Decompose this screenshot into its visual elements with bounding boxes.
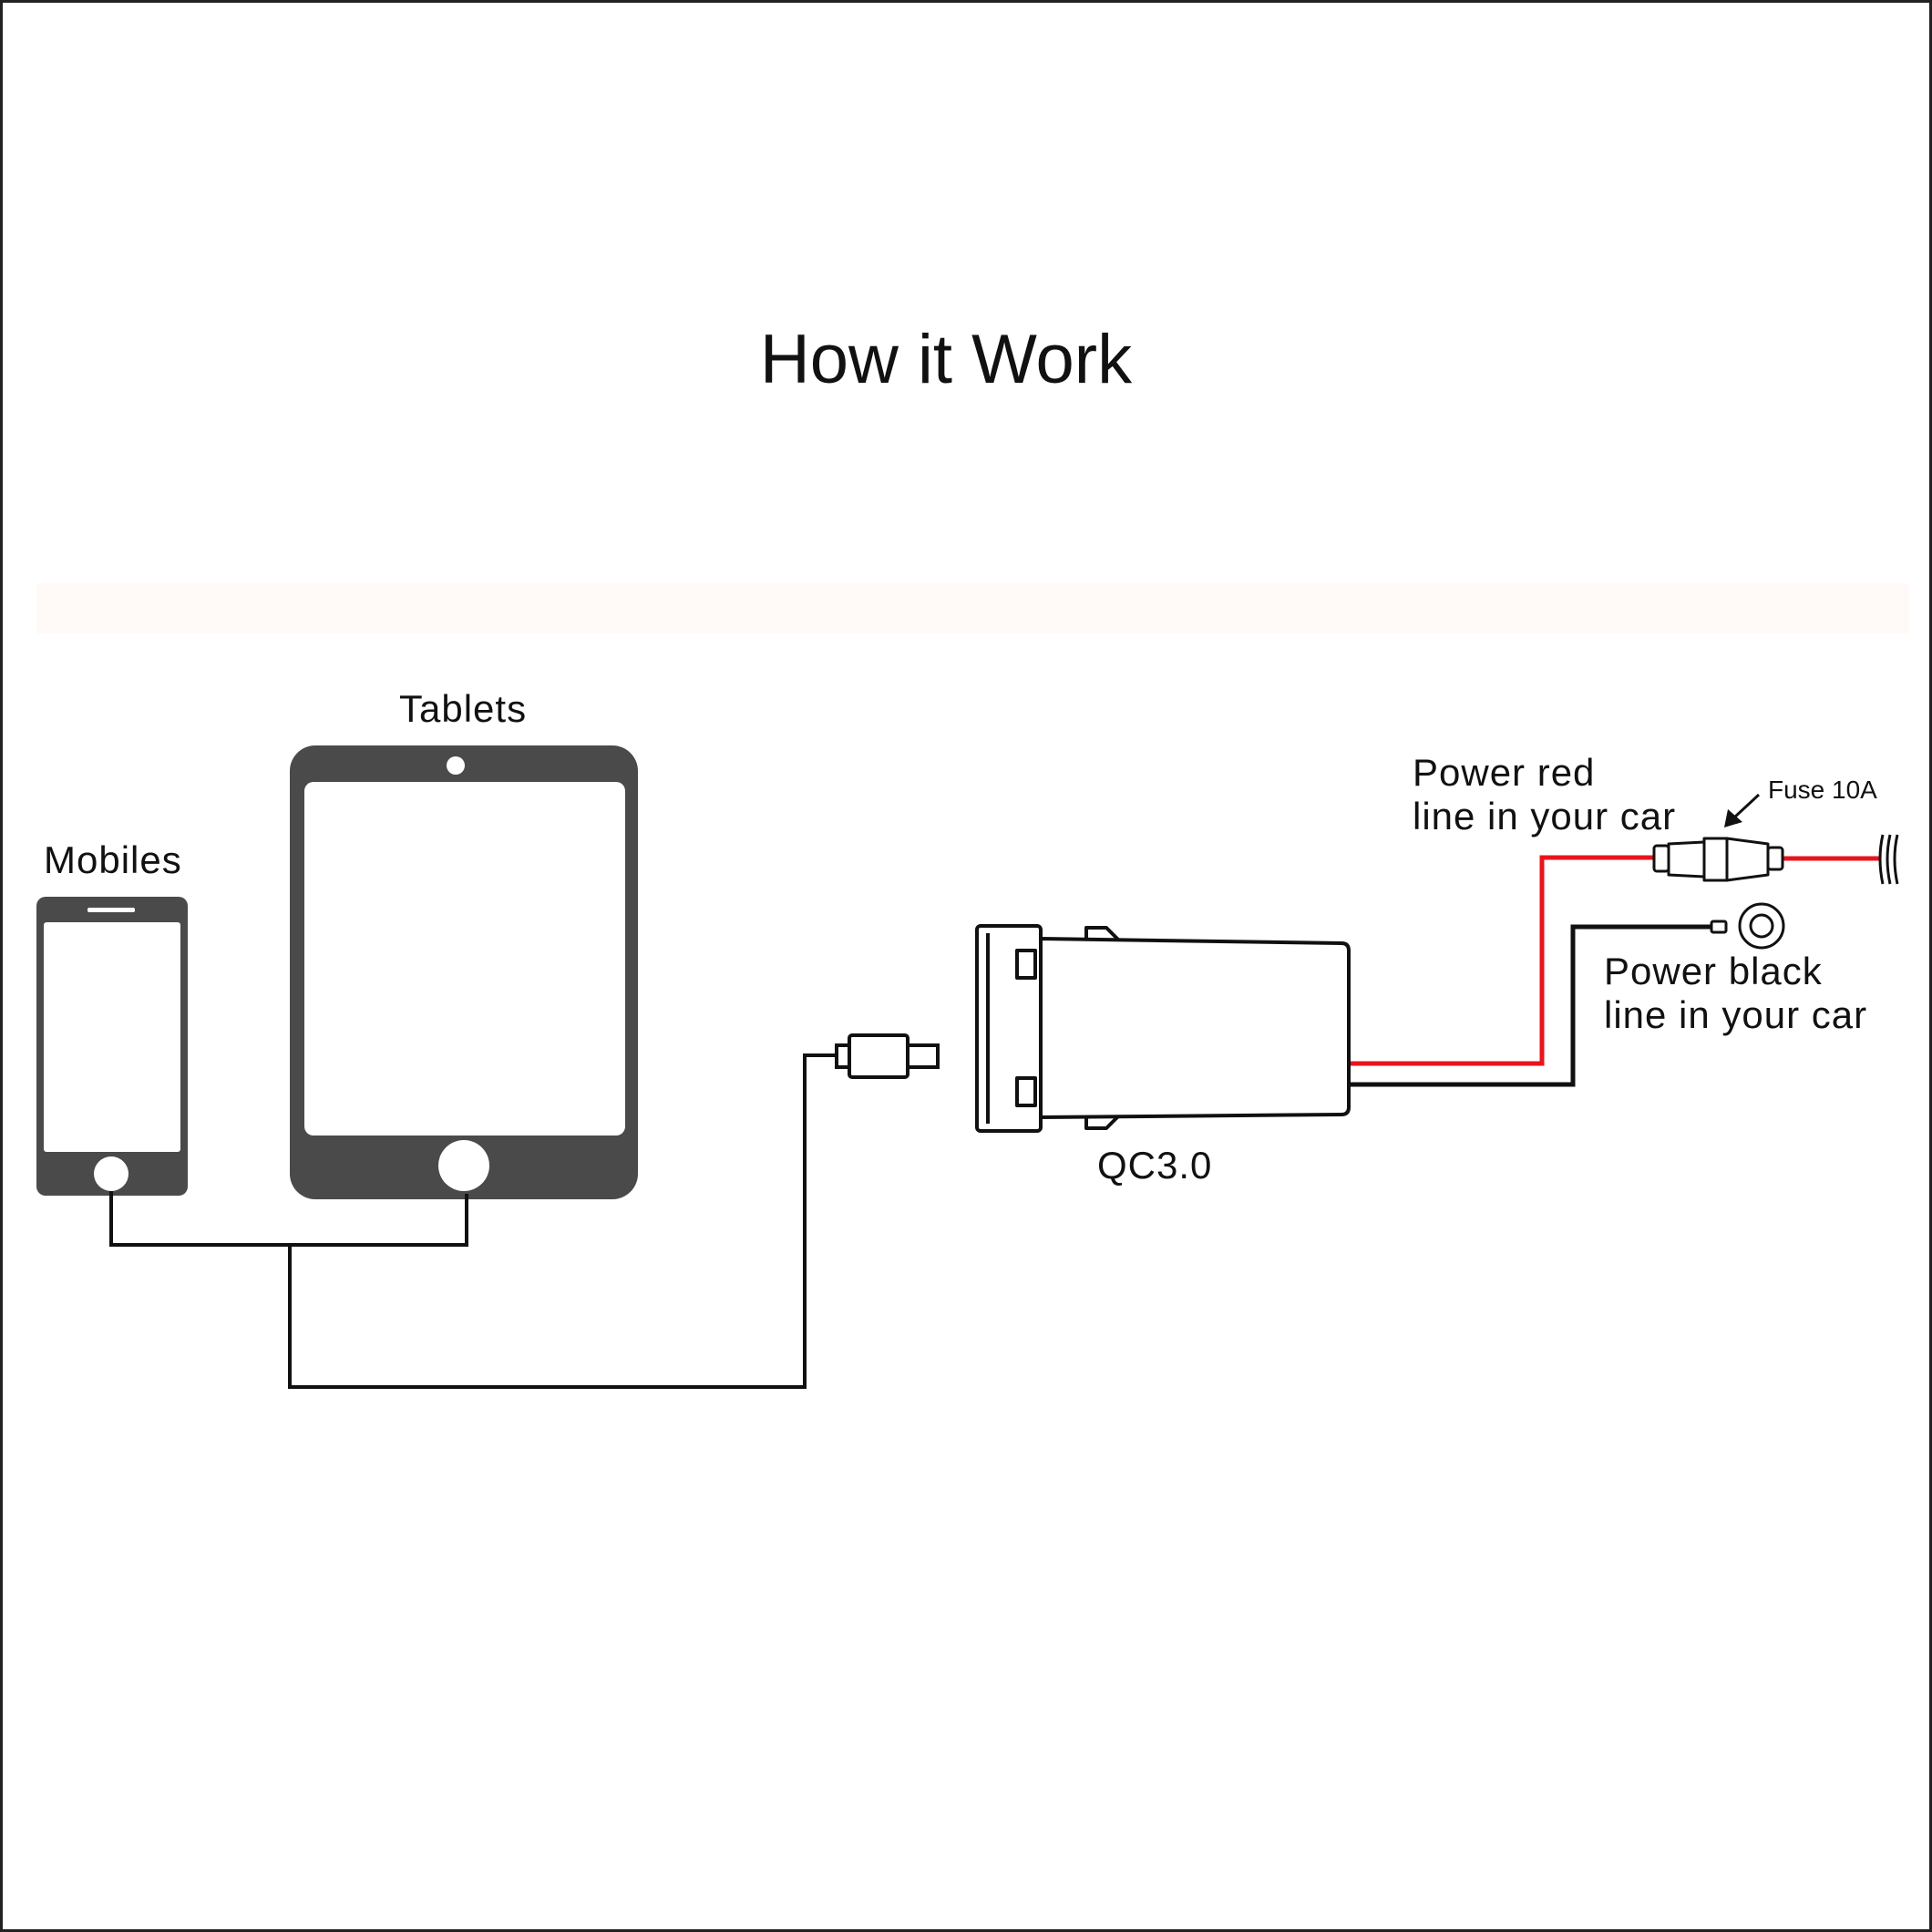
mobile-phone-icon [36,897,188,1196]
black-power-wire [1351,924,1713,1087]
qc-label: QC3.0 [1097,1144,1212,1187]
power-red-label-line2: line in your car [1413,795,1676,838]
fuse-icon [1652,837,1784,882]
background-band [36,583,1909,633]
fuse-arrow-icon [1724,793,1761,827]
tablet-icon [290,745,638,1199]
red-power-wire [1351,855,1655,1066]
usb-plug-icon [835,1033,940,1079]
power-red-label-line1: Power red [1413,751,1595,794]
wire-break-icon [1878,834,1899,885]
qc-socket-icon [975,924,1351,1133]
device-cable [109,1053,837,1389]
power-black-label-line2: line in your car [1604,993,1867,1036]
tablets-label: Tablets [399,687,527,730]
mobiles-label: Mobiles [44,838,182,881]
ring-terminal-icon [1710,902,1785,950]
diagram-title: How it Work [760,321,1133,398]
power-black-label-line1: Power black [1604,950,1823,992]
fuse-label: Fuse 10A [1768,776,1877,804]
